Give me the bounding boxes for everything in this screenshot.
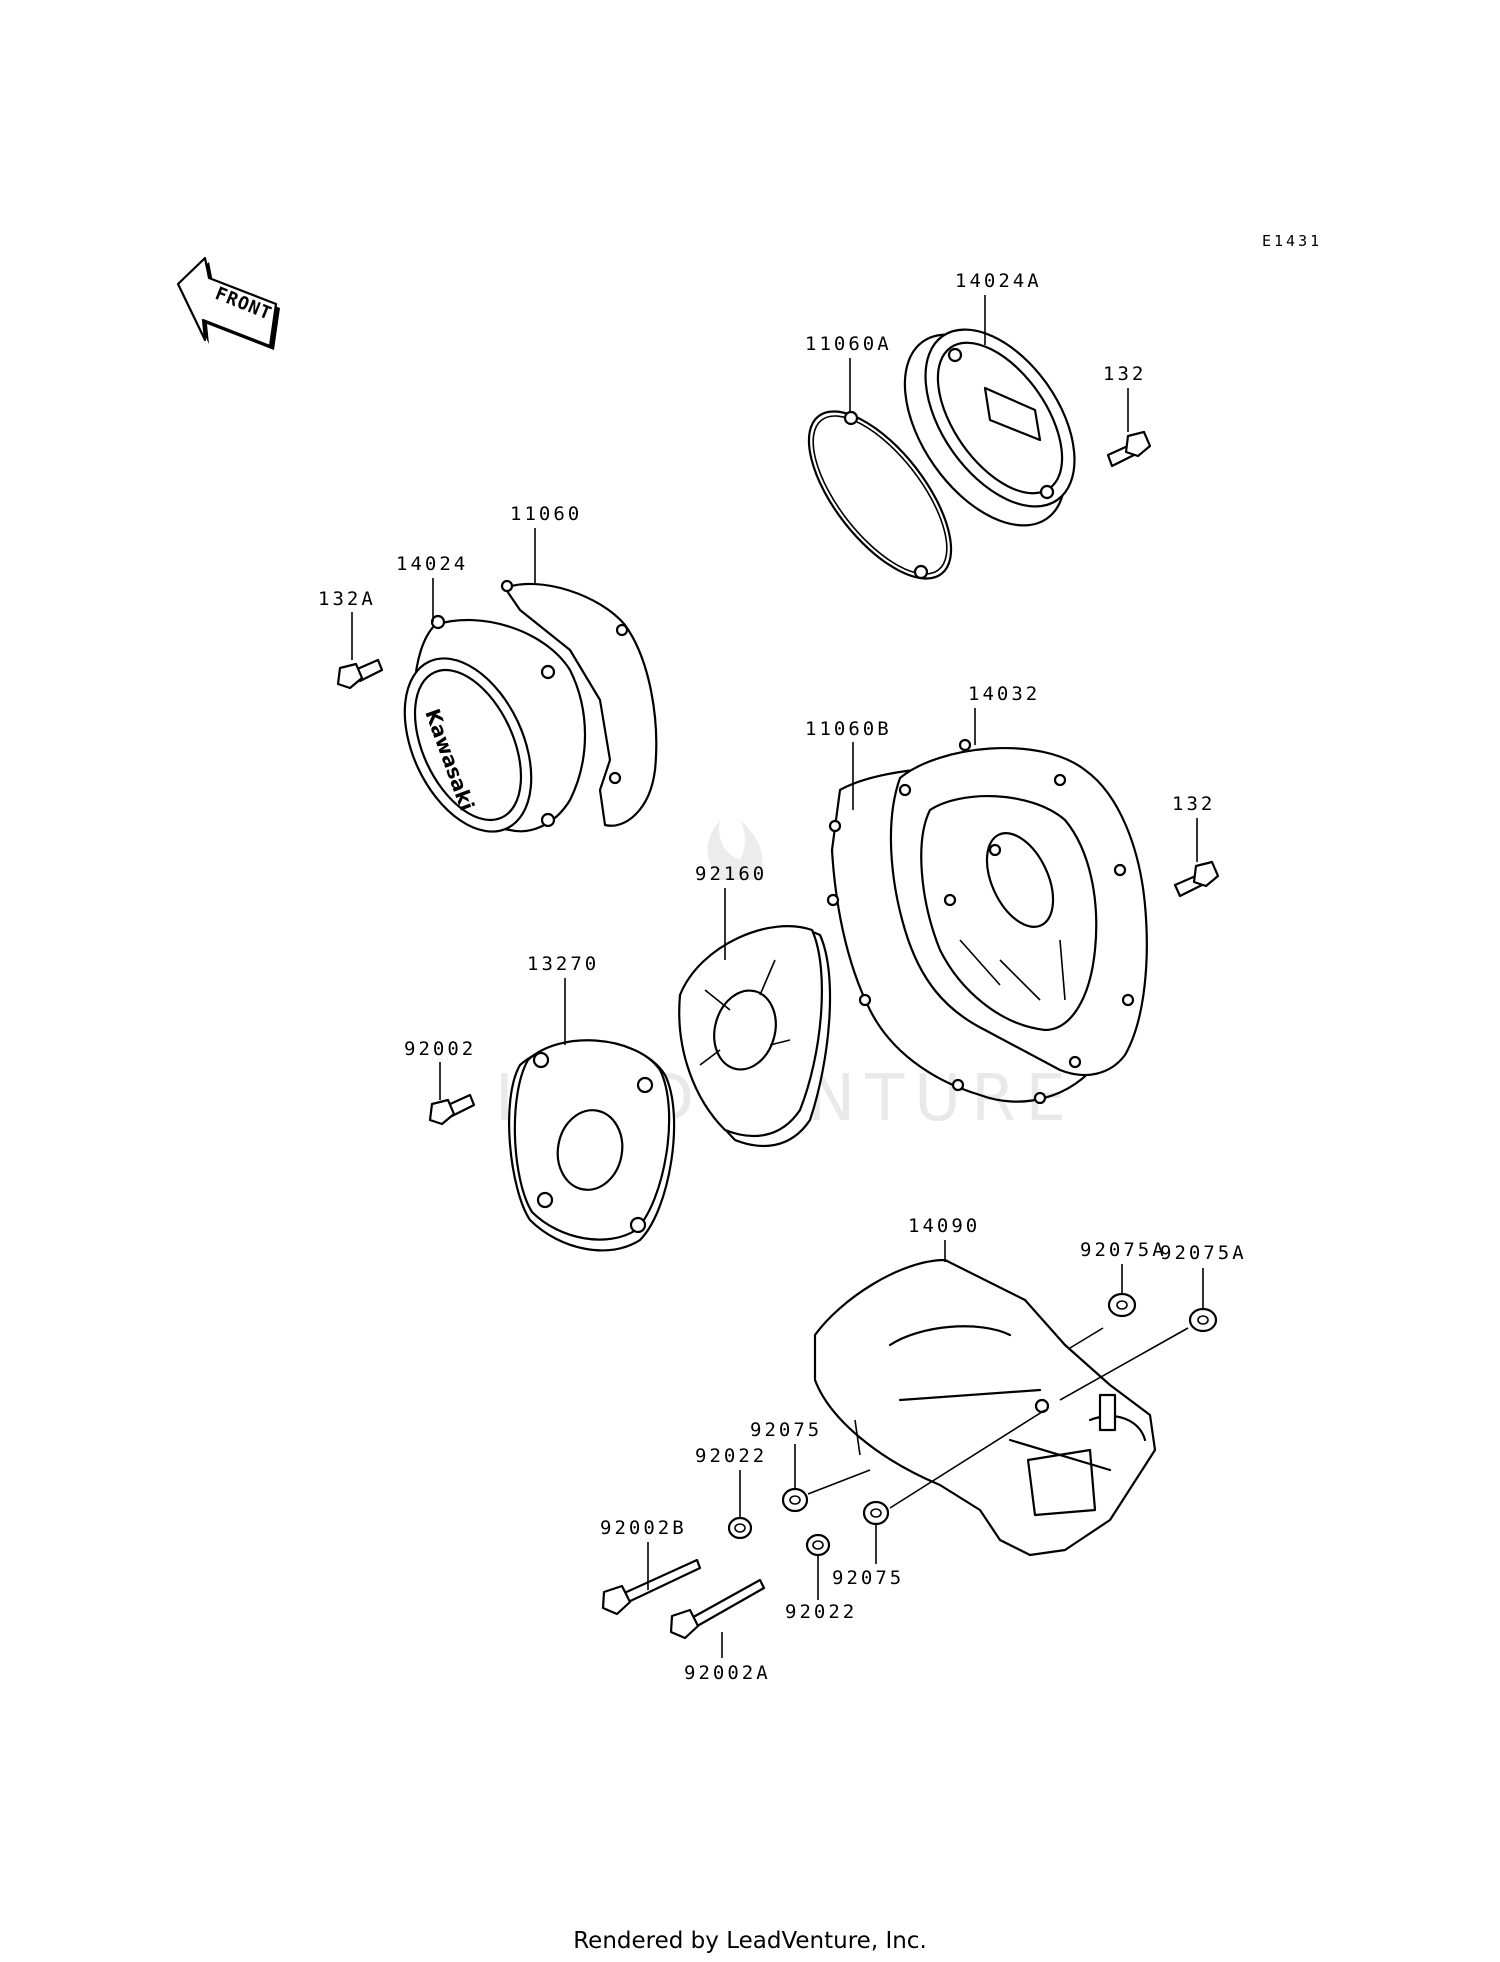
label-92002: 92002 — [404, 1038, 476, 1060]
cover-14032 — [889, 738, 1148, 1077]
grommet-92075A-1 — [1107, 1292, 1137, 1318]
label-132-top: 132 — [1103, 363, 1146, 385]
footer-credit: Rendered by LeadVenture, Inc. — [573, 1928, 927, 1954]
bolt-132-top — [1106, 430, 1152, 468]
label-92002A: 92002A — [684, 1662, 771, 1684]
bolt-92002A — [669, 1578, 766, 1640]
front-arrow: FRONT — [176, 256, 280, 350]
part-labels: 14024A 11060A 132 11060 14024 132A 14032… — [318, 270, 1247, 1684]
bolt-132A — [336, 658, 384, 690]
label-92075-1: 92075 — [750, 1419, 822, 1441]
label-132-mid: 132 — [1172, 793, 1215, 815]
grommet-92075A-2 — [1188, 1307, 1218, 1333]
label-132A: 132A — [318, 588, 376, 610]
label-14024A: 14024A — [955, 270, 1042, 292]
gasket-11060 — [500, 579, 658, 827]
gasket-11060A — [807, 410, 953, 580]
label-92022-2: 92022 — [785, 1601, 857, 1623]
grommet-92075-2 — [862, 1500, 890, 1526]
front-arrow-icon — [176, 256, 278, 348]
collar-92022-1 — [727, 1516, 753, 1540]
label-11060A: 11060A — [805, 333, 892, 355]
label-11060: 11060 — [510, 503, 582, 525]
leader-lines — [351, 295, 1204, 1658]
cover-14024A — [903, 328, 1076, 527]
plate-92160 — [678, 925, 832, 1148]
grommet-92075-1 — [781, 1487, 809, 1513]
label-92075A-1: 92075A — [1080, 1239, 1167, 1261]
label-92075-2: 92075 — [832, 1567, 904, 1589]
label-92022-1: 92022 — [695, 1445, 767, 1467]
cover-14024: Kawasaki — [403, 614, 587, 833]
label-92075A-2: 92075A — [1160, 1242, 1247, 1264]
label-92160: 92160 — [695, 863, 767, 885]
label-14032: 14032 — [968, 683, 1040, 705]
collar-92022-2 — [805, 1533, 831, 1557]
plate-13270 — [507, 1039, 676, 1252]
bolt-132-mid — [1173, 860, 1220, 898]
bolt-92002B — [601, 1558, 702, 1616]
bolt-92002 — [428, 1093, 476, 1126]
label-92002B: 92002B — [600, 1517, 687, 1539]
label-13270: 13270 — [527, 953, 599, 975]
cover-14090 — [813, 1258, 1157, 1557]
label-11060B: 11060B — [805, 718, 892, 740]
drawing-id: E1431 — [1262, 232, 1322, 250]
label-14090: 14090 — [908, 1215, 980, 1237]
label-14024: 14024 — [396, 553, 468, 575]
watermark-flame — [707, 820, 763, 880]
